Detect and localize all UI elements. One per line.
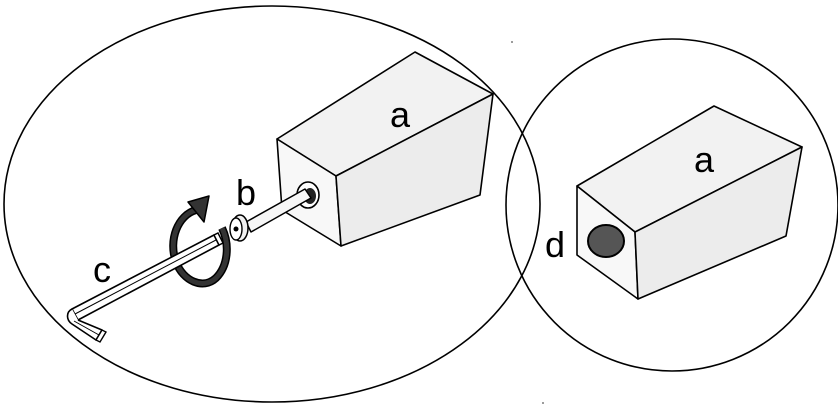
stray-dot	[511, 41, 513, 43]
label-hex-key: c	[93, 249, 111, 290]
hex-key	[66, 232, 224, 343]
right-block	[576, 105, 803, 300]
label-left-block: a	[390, 94, 411, 135]
label-hole: d	[545, 224, 565, 265]
left-block	[276, 51, 494, 247]
screw	[229, 188, 312, 242]
label-screw: b	[236, 172, 256, 213]
right-detail-circle	[505, 38, 838, 372]
stray-dot	[542, 402, 544, 404]
right-block-hole	[587, 224, 625, 258]
left-detail-ellipse	[3, 5, 541, 403]
label-right-block: a	[694, 139, 715, 180]
rotation-arrow	[169, 195, 231, 288]
